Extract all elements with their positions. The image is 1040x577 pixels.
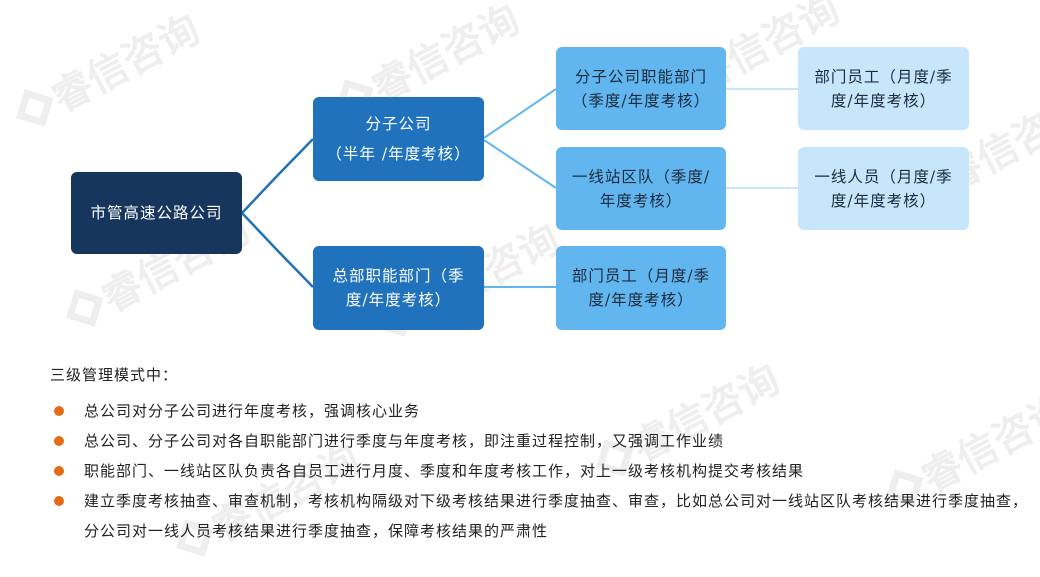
node-hq-staff-label: 部门员工（月度/季度/年度考核） bbox=[571, 267, 711, 309]
connector-root-branch bbox=[241, 138, 314, 214]
node-branch: 分子公司 （半年 /年度考核） bbox=[313, 97, 484, 181]
bullet-dot-icon bbox=[54, 466, 64, 476]
notes-list-item: 建立季度考核抽查、审查机制，考核机构隔级对下级考核结果进行季度抽查、审查，比如总… bbox=[50, 486, 1030, 546]
node-branch-depts-label: 分子公司职能部门（季度/年度考核） bbox=[571, 67, 711, 110]
notes-list: 总公司对分子公司进行年度考核，强调核心业务 总公司、分子公司对各自职能部门进行季… bbox=[50, 396, 1030, 546]
notes-list-item: 总公司、分子公司对各自职能部门进行季度与年度考核，即注重过程控制，又强调工作业绩 bbox=[50, 426, 1030, 456]
node-frontline-staff-label: 一线人员（月度/季度/年度考核） bbox=[814, 167, 953, 210]
node-frontline-staff: 一线人员（月度/季度/年度考核） bbox=[798, 147, 969, 230]
connector-branch-frontline bbox=[483, 139, 557, 189]
node-root: 市管高速公路公司 bbox=[71, 172, 242, 254]
connector-root-hq bbox=[241, 212, 314, 288]
node-hq-depts-label: 总部职能部门（季度/年度考核） bbox=[332, 267, 465, 309]
notes-section: 三级管理模式中： 总公司对分子公司进行年度考核，强调核心业务 总公司、分子公司对… bbox=[50, 362, 1030, 546]
node-branch-line1: 分子公司 bbox=[365, 115, 432, 133]
node-frontline-teams-label: 一线站区队（季度/年度考核） bbox=[571, 167, 711, 210]
bullet-dot-icon bbox=[54, 496, 64, 506]
node-frontline-teams: 一线站区队（季度/年度考核） bbox=[556, 147, 726, 230]
connector-branch-dept bbox=[483, 88, 557, 139]
node-branch-line2: （半年 /年度考核） bbox=[326, 145, 471, 163]
node-hq-depts: 总部职能部门（季度/年度考核） bbox=[313, 246, 484, 330]
notes-intro: 三级管理模式中： bbox=[50, 366, 179, 384]
notes-list-item: 职能部门、一线站区队负责各自员工进行月度、季度和年度考核工作，对上一级考核机构提… bbox=[50, 456, 1030, 486]
node-branch-depts: 分子公司职能部门（季度/年度考核） bbox=[556, 47, 726, 130]
node-root-label: 市管高速公路公司 bbox=[90, 204, 223, 222]
node-dept-staff-label: 部门员工（月度/季度/年度考核） bbox=[814, 67, 953, 110]
notes-list-item: 总公司对分子公司进行年度考核，强调核心业务 bbox=[50, 396, 1030, 426]
bullet-dot-icon bbox=[54, 406, 64, 416]
node-dept-staff: 部门员工（月度/季度/年度考核） bbox=[798, 47, 969, 130]
node-hq-staff: 部门员工（月度/季度/年度考核） bbox=[556, 246, 726, 330]
bullet-dot-icon bbox=[54, 436, 64, 446]
